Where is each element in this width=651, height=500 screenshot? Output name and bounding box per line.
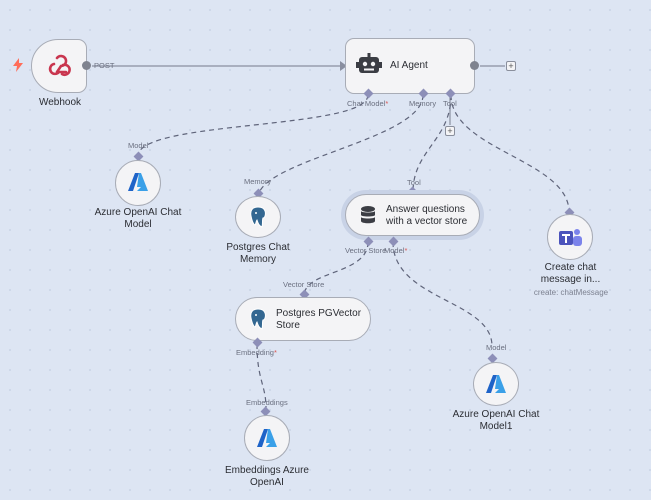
webhook-label: Webhook <box>38 97 82 108</box>
ai-agent-label: AI Agent <box>390 60 428 71</box>
database-icon <box>360 206 376 229</box>
azure-chat-model1-node[interactable] <box>473 362 519 406</box>
robot-icon <box>356 53 382 82</box>
agent-memory-label: Memory <box>409 99 437 108</box>
webhook-icon <box>46 52 72 83</box>
pgvector-store-label: Postgres PGVector Store <box>276 308 362 331</box>
agent-tool-label: Tool <box>443 99 457 108</box>
azure-chat-port-label: Model <box>128 141 149 150</box>
lightning-icon <box>12 58 24 72</box>
agent-output-port[interactable] <box>470 61 479 70</box>
azure-icon <box>486 375 506 398</box>
teams-subtitle: create: chatMessage <box>533 288 609 297</box>
pg-memory-port-label: Memory <box>244 177 272 186</box>
postgres-pgvector-store-node[interactable]: Postgres PGVector Store <box>235 297 371 341</box>
embeddings-port-label: Embeddings <box>246 398 288 407</box>
postgres-icon <box>248 206 268 233</box>
azure-icon <box>128 173 148 196</box>
agent-chat-model-label: Chat Model* <box>347 99 389 108</box>
ai-agent-node[interactable]: AI Agent <box>345 38 475 94</box>
vector-tool-port-label: Tool <box>407 178 421 187</box>
vector-store-tool-node[interactable]: Answer questions with a vector store <box>345 194 480 236</box>
webhook-output-port[interactable] <box>82 61 91 70</box>
vector-tool-store-label: Vector Store <box>345 246 387 255</box>
embeddings-azure-node[interactable] <box>244 415 290 461</box>
vector-store-tool-label: Answer questions with a vector store <box>386 204 468 227</box>
azure-chat-model-label: Azure OpenAI Chat Model <box>94 207 182 230</box>
webhook-node[interactable] <box>31 39 87 93</box>
pg-vector-embedding-label: Embedding* <box>236 348 277 357</box>
vector-tool-model-label: Model* <box>384 246 408 255</box>
postgres-icon <box>248 308 268 335</box>
agent-add-next-button[interactable]: + <box>506 61 516 71</box>
azure-icon <box>257 429 277 452</box>
postgres-chat-memory-label: Postgres Chat Memory <box>226 242 290 265</box>
teams-label: Create chat message in... <box>540 262 601 285</box>
agent-add-tool-button[interactable]: + <box>445 126 455 136</box>
webhook-output-label: POST <box>94 61 115 70</box>
azure-chat1-port-label: Model <box>486 343 507 352</box>
teams-icon <box>559 227 583 254</box>
postgres-chat-memory-node[interactable] <box>235 196 281 238</box>
teams-node[interactable] <box>547 214 593 260</box>
azure-chat-model1-label: Azure OpenAI Chat Model1 <box>452 409 540 432</box>
pg-vector-port-label: Vector Store <box>283 280 325 289</box>
azure-chat-model-node[interactable] <box>115 160 161 206</box>
embeddings-azure-label: Embeddings Azure OpenAI <box>225 465 309 488</box>
